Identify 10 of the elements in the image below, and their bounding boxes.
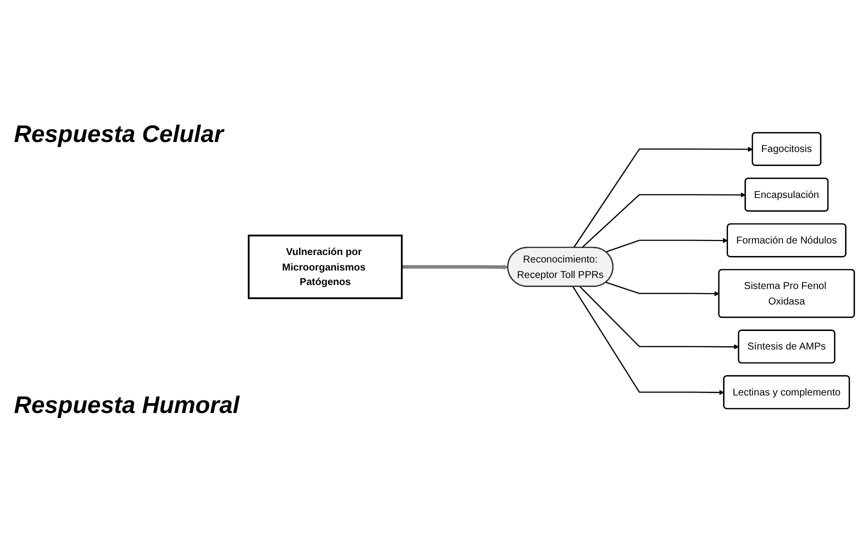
node-box: Vulneración por Microorganismos Patógenos [248,234,403,299]
arrow [582,192,746,248]
section-heading: Respuesta Humoral [14,392,241,420]
arrow [573,146,753,248]
arrow [606,282,720,296]
section-heading: Respuesta Celular [14,121,226,150]
arrow [572,286,724,395]
arrow [402,264,508,270]
arrow [606,238,728,252]
arrow [579,286,740,350]
